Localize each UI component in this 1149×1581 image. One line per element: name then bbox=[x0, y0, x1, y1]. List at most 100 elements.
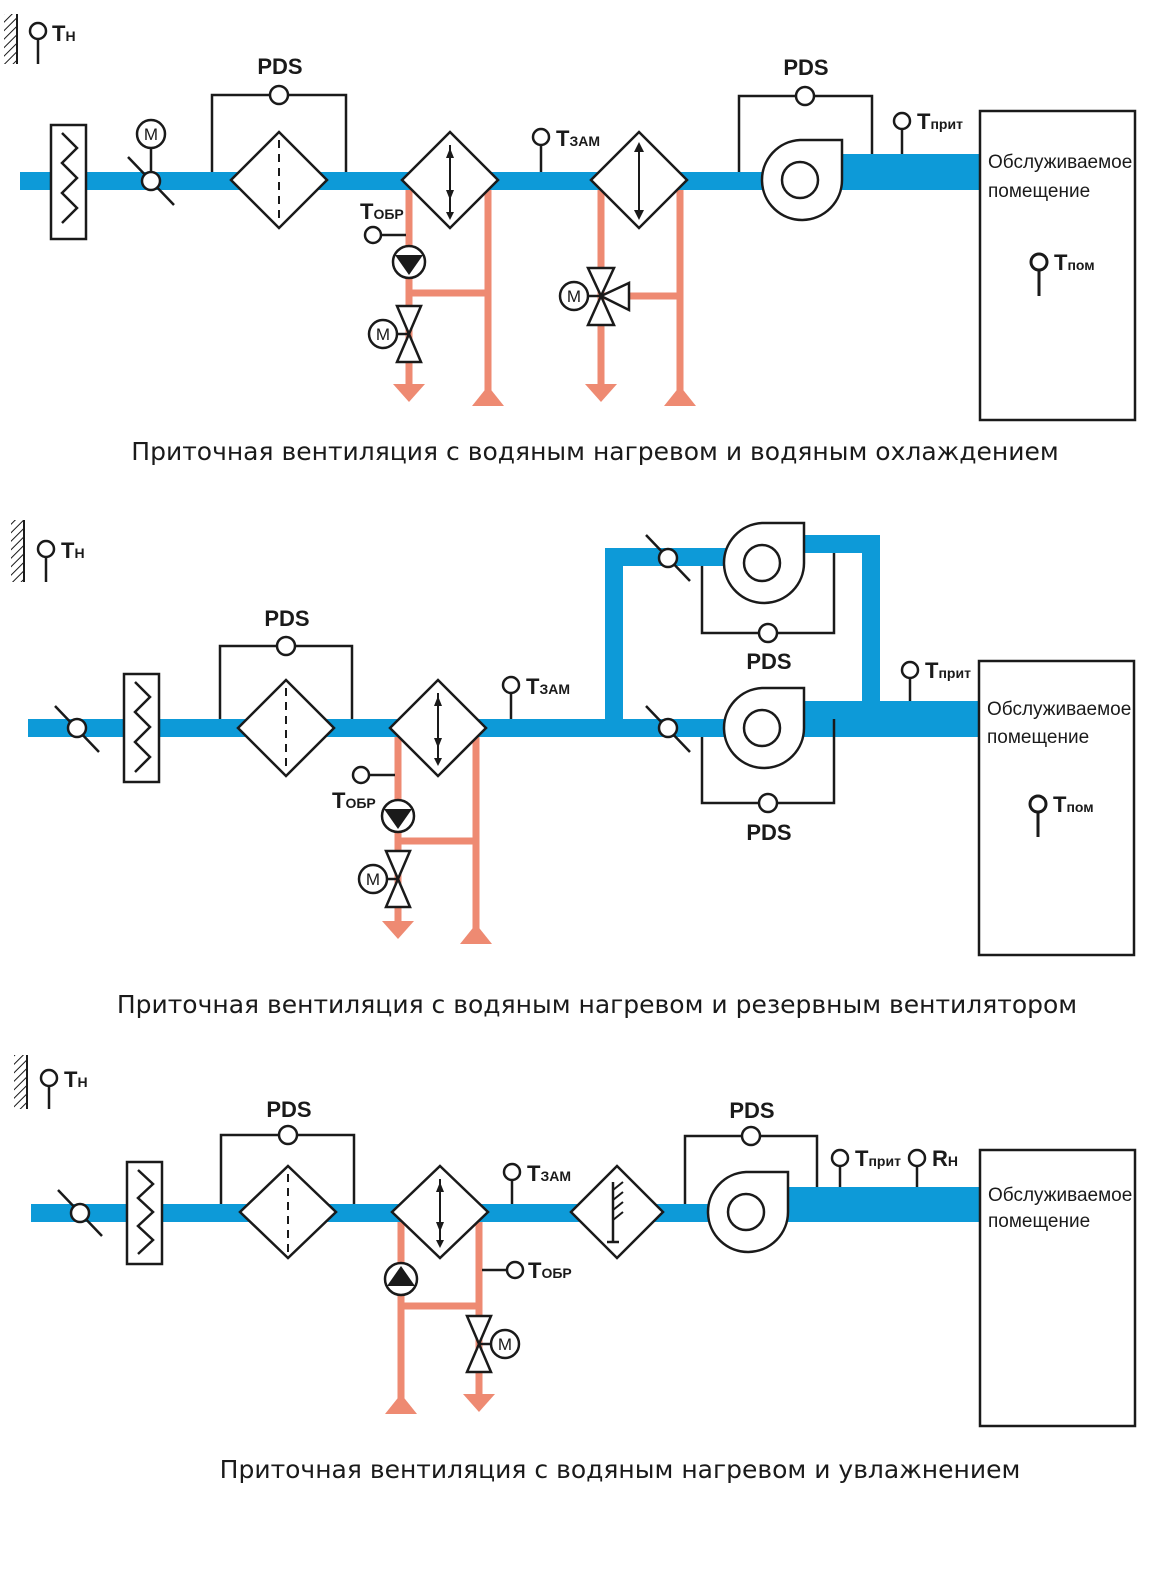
svg-text:Tприт: Tприт bbox=[925, 658, 971, 683]
motorized-two-way-valve: M bbox=[465, 1314, 521, 1374]
scheme-humidification: TН PDS bbox=[14, 1055, 1137, 1484]
sensor-subscript: ОБР bbox=[345, 795, 375, 811]
room-temp-sensor-label: Tпом bbox=[1053, 792, 1094, 817]
room-label: Обслуживаемое bbox=[987, 699, 1131, 720]
served-room: Обслуживаемое помещение Tпом bbox=[978, 109, 1137, 422]
svg-text:TОБР: TОБР bbox=[360, 199, 404, 224]
water-heater-coil bbox=[388, 678, 488, 778]
sensor-subscript: ЗАМ bbox=[540, 1168, 571, 1184]
return-water-temp-sensor: TОБР bbox=[332, 765, 395, 813]
served-room: Обслуживаемое помещение Tпом bbox=[977, 659, 1136, 957]
air-filter bbox=[218, 635, 354, 778]
motor-label: M bbox=[376, 325, 390, 344]
sensor-subscript: Н bbox=[77, 1074, 87, 1090]
sensor-letter: T bbox=[526, 674, 540, 699]
supply-air-temp-sensor: Tприт bbox=[830, 1146, 901, 1187]
outdoor-temp-sensor: TН bbox=[28, 21, 76, 64]
sensor-letter: T bbox=[556, 126, 570, 151]
pds-label: PDS bbox=[266, 1097, 311, 1122]
air-duct bbox=[780, 1187, 980, 1205]
sensor-letter: T bbox=[925, 658, 939, 683]
sensor-letter: T bbox=[52, 21, 66, 46]
supply-air-temp-sensor: Tприт bbox=[900, 658, 971, 701]
svg-text:TН: TН bbox=[64, 1067, 88, 1092]
sensor-letter: T bbox=[528, 1258, 542, 1283]
svg-text:TН: TН bbox=[61, 538, 85, 563]
room-label: помещение bbox=[987, 727, 1089, 748]
water-inlet-arrow bbox=[385, 1394, 417, 1414]
pds-label: PDS bbox=[746, 649, 791, 674]
svg-text:TЗАМ: TЗАМ bbox=[526, 674, 570, 699]
wall-hatch bbox=[14, 1055, 26, 1109]
water-cooler-coil bbox=[589, 130, 689, 230]
return-water-temp-sensor: TОБР bbox=[360, 199, 406, 245]
air-filter bbox=[210, 84, 348, 230]
air-duct bbox=[28, 719, 980, 737]
circulation-pump bbox=[383, 1261, 419, 1297]
motorized-air-damper: M bbox=[127, 118, 175, 206]
scheme-caption: Приточная вентиляция с водяным нагревом … bbox=[220, 1455, 1021, 1484]
svg-text:Tприт: Tприт bbox=[855, 1146, 901, 1171]
wall-hatch bbox=[4, 14, 16, 64]
supply-fan-reserve bbox=[700, 686, 836, 814]
wall-hatch bbox=[11, 520, 23, 582]
air-duct bbox=[605, 548, 623, 737]
motor-label: M bbox=[366, 870, 380, 889]
air-duct bbox=[31, 1204, 980, 1222]
air-duct bbox=[800, 701, 980, 719]
water-outlet-arrow bbox=[393, 384, 425, 402]
air-filter bbox=[219, 1124, 356, 1260]
motor-label: M bbox=[498, 1335, 512, 1354]
sensor-subscript: Н bbox=[65, 28, 75, 44]
sensor-letter: T bbox=[527, 1161, 541, 1186]
supply-air-temp-sensor: Tприт bbox=[892, 109, 963, 154]
supply-air-humidity-sensor: RН bbox=[907, 1146, 958, 1187]
sensor-letter: T bbox=[855, 1146, 869, 1171]
intake-grille bbox=[125, 1160, 164, 1266]
motor-label: M bbox=[144, 125, 158, 144]
svg-text:TОБР: TОБР bbox=[528, 1258, 572, 1283]
svg-text:TН: TН bbox=[52, 21, 76, 46]
air-damper bbox=[645, 534, 691, 582]
air-damper bbox=[645, 705, 691, 753]
scheme-caption: Приточная вентиляция с водяным нагревом … bbox=[117, 990, 1077, 1019]
mixed-air-temp-sensor: TЗАМ bbox=[531, 126, 600, 172]
mixed-air-temp-sensor: TЗАМ bbox=[501, 674, 570, 719]
intake-grille bbox=[122, 672, 161, 784]
water-heater-coil bbox=[390, 1164, 490, 1260]
motorized-two-way-valve: M bbox=[357, 849, 412, 909]
sensor-subscript: Н bbox=[948, 1153, 958, 1169]
sensor-letter: T bbox=[917, 109, 931, 134]
sensor-letter: T bbox=[360, 199, 374, 224]
sensor-letter: T bbox=[332, 788, 346, 813]
supply-fan-primary bbox=[700, 521, 836, 644]
sensor-subscript: ОБР bbox=[541, 1265, 571, 1281]
sensor-subscript: прит bbox=[868, 1153, 901, 1169]
air-damper bbox=[57, 1189, 103, 1237]
circulation-pump bbox=[391, 244, 427, 280]
room-label: Обслуживаемое bbox=[988, 152, 1132, 173]
water-outlet-arrow bbox=[463, 1394, 495, 1412]
scheme-caption: Приточная вентиляция с водяным нагревом … bbox=[131, 437, 1058, 466]
air-damper bbox=[54, 705, 100, 753]
served-room: Обслуживаемое помещение bbox=[978, 1148, 1137, 1428]
pds-label: PDS bbox=[783, 55, 828, 80]
supply-fan bbox=[737, 85, 874, 222]
scheme-reserve-fan: TН P bbox=[11, 520, 1136, 1019]
sensor-letter: R bbox=[932, 1146, 948, 1171]
sensor-subscript: Н bbox=[74, 545, 84, 561]
sensor-subscript: ОБР bbox=[373, 206, 403, 222]
scheme-heating-cooling: TН TОБР bbox=[4, 14, 1137, 466]
return-water-temp-sensor: TОБР bbox=[482, 1258, 572, 1283]
sensor-letter: T bbox=[64, 1067, 78, 1092]
circulation-pump bbox=[380, 798, 416, 834]
pds-label: PDS bbox=[729, 1098, 774, 1123]
svg-text:TЗАМ: TЗАМ bbox=[556, 126, 600, 151]
water-heater-coil bbox=[400, 130, 500, 230]
water-outlet-arrow bbox=[585, 384, 617, 402]
intake-grille bbox=[49, 123, 88, 241]
sensor-letter: T bbox=[61, 538, 75, 563]
pds-label: PDS bbox=[746, 820, 791, 845]
outdoor-temp-sensor: TН bbox=[36, 538, 85, 582]
